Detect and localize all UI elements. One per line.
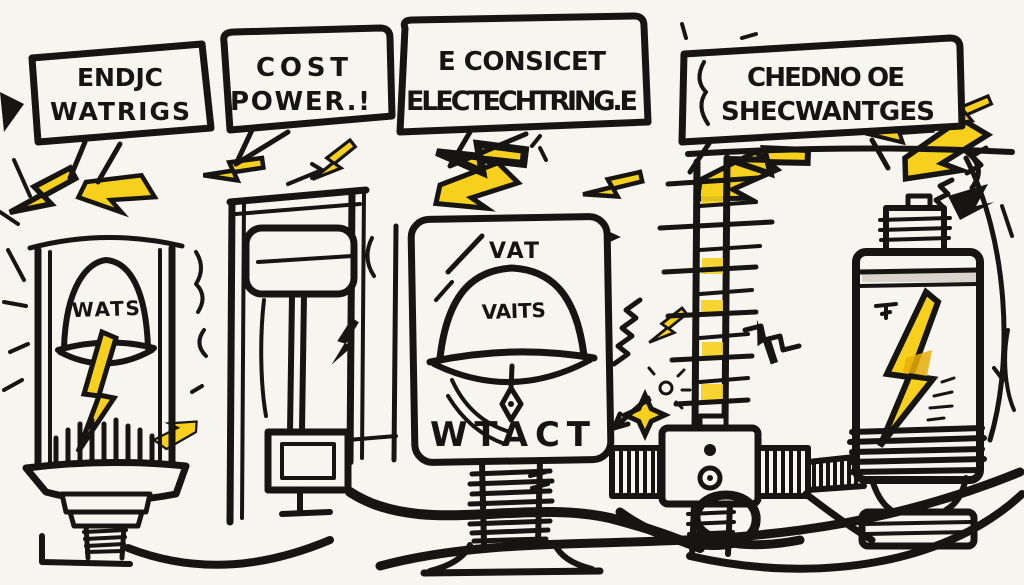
plunger-rod — [287, 292, 307, 435]
speech-box-1-line-1: ENDJC — [77, 63, 163, 92]
battery-dash-marks — [926, 376, 956, 422]
speech-box-3-line-1: E CONSICET — [438, 47, 606, 77]
cable-to-battery — [802, 490, 876, 544]
spark-dots-icon — [658, 380, 674, 396]
pump-lower-box-detail — [280, 434, 398, 480]
hose-ribs — [812, 455, 858, 491]
small-arrow — [286, 162, 324, 186]
base-rings — [59, 491, 153, 529]
lightning-bolt-icon — [647, 300, 690, 353]
needle-pivot — [508, 401, 514, 407]
screw-scribble — [528, 470, 550, 490]
squiggle — [194, 250, 205, 314]
pole-rung-highlights — [701, 190, 723, 400]
pole-long-rungs — [657, 175, 775, 407]
squiggle — [190, 328, 208, 394]
ray-line — [445, 233, 485, 275]
staircase-zigzag — [611, 297, 643, 367]
speech-box-1-tail — [67, 139, 123, 185]
jar-top-arc — [27, 234, 185, 251]
ray-line — [434, 280, 454, 302]
meter-bottom-label: WTACT — [430, 415, 591, 455]
horizon-line — [685, 145, 1015, 157]
battery-scribble — [874, 302, 898, 320]
meter-top-label: VAT — [489, 239, 539, 264]
battery-top-band-fill — [862, 272, 976, 282]
cable-harness — [124, 467, 1024, 573]
lightning-bolt-icon — [10, 157, 79, 231]
frame-top-bar — [226, 186, 370, 206]
lightning-wedge-icon — [77, 167, 157, 217]
speech-box-4-line-1: CHEDNO OE — [747, 63, 905, 93]
center-meter-panel: VAT VAITS WTACT — [407, 213, 615, 466]
dome-gauge — [61, 257, 151, 351]
ladder-pole — [657, 154, 775, 432]
valve-knob-center — [707, 475, 713, 481]
speech-box-4-tail — [687, 137, 891, 175]
battery-foot-lines — [864, 520, 972, 536]
speech-box-3-tail — [447, 129, 529, 169]
frame-right-post — [391, 223, 399, 463]
speech-box-2-line-2: POWER.! — [230, 87, 370, 117]
gauge-dome — [436, 264, 588, 362]
battery-top-band-line2 — [858, 282, 978, 288]
left-watt-meter: WATS — [22, 234, 190, 567]
cable-lower-right — [686, 490, 1024, 573]
zigzag-mark — [933, 177, 955, 211]
speech-box-2-tail — [233, 127, 291, 167]
valve-knob-small — [704, 444, 716, 456]
bolt-shade — [903, 350, 932, 376]
coupling-right-ribs — [765, 448, 801, 496]
coupling-left-ribs — [619, 448, 655, 496]
speech-box-1-line-2: WATRIGS — [50, 97, 190, 126]
valve-lower-ribs — [686, 510, 736, 546]
squiggle — [365, 236, 376, 278]
battery-cap-ribs — [878, 216, 952, 242]
trumpet-base-line — [420, 567, 604, 577]
pump-head-detail — [256, 254, 354, 418]
black-bolt-icon — [331, 315, 360, 369]
gauge-dish-top — [426, 348, 598, 366]
lightning-bolt-icon — [75, 328, 120, 454]
speech-box-4-frame — [678, 34, 966, 146]
speech-box-3: E CONSICET ELECTECHTRING.E — [396, 12, 652, 169]
jar-side-rails — [34, 244, 176, 482]
connector-valve — [609, 413, 867, 559]
filament-hatch-lines — [53, 417, 155, 473]
lightning-bolt-icon — [310, 132, 359, 192]
left-edge-dashes — [0, 158, 32, 392]
frame-top-bar-inner — [234, 202, 362, 216]
lightning-bolt-icon — [583, 160, 645, 213]
swirl-lines — [446, 378, 512, 446]
speech-box-1: ENDJC WATRIGS — [28, 40, 215, 185]
battery-side-curve — [963, 155, 1007, 443]
cable-left — [124, 536, 334, 569]
corner-wedge — [0, 92, 24, 132]
speech-box-3-line-2: ELECTECHTRING.E — [406, 86, 638, 117]
jar-inner-rails — [48, 248, 162, 476]
speech-box-2-frame — [220, 24, 396, 134]
speech-box-1-frame — [28, 40, 215, 146]
battery-bottom-ribs — [847, 425, 987, 475]
pole-short-rungs — [698, 200, 762, 384]
pump-frame-device — [226, 186, 399, 526]
tiny-ticks — [530, 22, 758, 162]
left-meter-label: WATS — [71, 296, 140, 322]
cable-loop — [615, 490, 805, 550]
speech-box-4-line-2: SHECWANTGES — [721, 97, 935, 127]
screw-stem-ribs — [82, 528, 128, 554]
pump-foot — [279, 487, 333, 517]
battery-device — [847, 155, 1007, 550]
speech-box-3-frame — [396, 12, 652, 136]
speech-box-2: COST POWER.! — [220, 24, 396, 167]
meter-gauge-label: VAITS — [481, 298, 546, 324]
battery-top-band-line — [855, 267, 981, 275]
corner-line — [39, 533, 133, 567]
speech-box-4-brace-squiggle — [697, 60, 710, 126]
speech-box-4: CHEDNO OE SHECWANTGES — [678, 34, 966, 175]
staircase-zigzag — [742, 323, 802, 353]
valve-knob-large — [697, 465, 723, 491]
